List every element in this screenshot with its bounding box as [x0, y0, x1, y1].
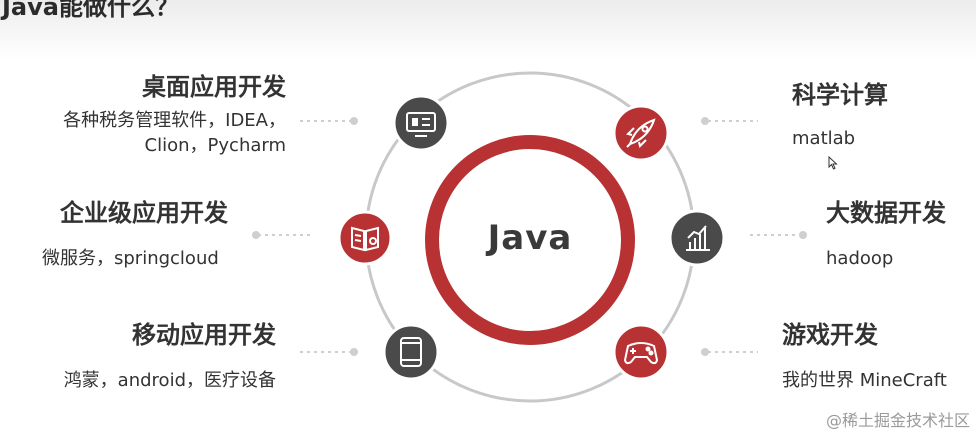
game-title: 游戏开发 — [782, 321, 878, 349]
mouse-cursor-icon — [828, 156, 838, 170]
node-bigdata — [668, 209, 726, 267]
mobile-label: 移动应用开发 鸿蒙，android，医疗设备 — [20, 320, 276, 393]
bigdata-desc: hadoop — [826, 248, 894, 269]
node-enterprise — [337, 210, 393, 266]
connector-dot-desktop — [350, 117, 358, 125]
enterprise-desc: 微服务，springcloud — [42, 248, 219, 269]
connector-dot-enterprise — [252, 231, 260, 239]
connector-dot-game — [701, 348, 709, 356]
enterprise-label: 企业级应用开发 微服务，springcloud — [42, 198, 228, 271]
page-title: Java能做什么？ — [2, 0, 179, 21]
desktop-monitor-icon — [406, 112, 436, 137]
bar-chart-icon — [686, 225, 710, 251]
game-desc: 我的世界 MineCraft — [782, 370, 947, 391]
node-game — [612, 323, 670, 381]
desktop-label: 桌面应用开发 各种税务管理软件，IDEA， Clion，Pycharm — [20, 72, 286, 157]
game-label: 游戏开发 我的世界 MineCraft — [782, 320, 947, 393]
connector-dot-mobile — [350, 348, 358, 356]
tablet-icon — [400, 337, 422, 367]
desktop-title: 桌面应用开发 — [142, 73, 286, 101]
gamepad-icon — [623, 342, 659, 365]
connector-dot-science — [701, 117, 709, 125]
enterprise-title: 企业级应用开发 — [60, 199, 228, 227]
bigdata-title: 大数据开发 — [826, 199, 946, 227]
center-ring — [425, 135, 635, 345]
bigdata-label: 大数据开发 hadoop — [826, 198, 946, 271]
desktop-desc-line2: Clion，Pycharm — [144, 134, 286, 156]
science-title: 科学计算 — [792, 81, 888, 109]
node-science — [612, 104, 670, 162]
watermark: @稀土掘金技术社区 — [825, 411, 970, 430]
mobile-desc: 鸿蒙，android，医疗设备 — [63, 370, 276, 391]
science-desc: matlab — [792, 128, 856, 149]
science-label: 科学计算 matlab — [792, 80, 888, 151]
header-band — [0, 0, 976, 60]
desktop-desc-line1: 各种税务管理软件，IDEA， — [63, 110, 286, 131]
center-label: Java — [487, 218, 573, 258]
connector-dot-bigdata — [799, 231, 807, 239]
node-desktop — [392, 94, 450, 152]
rocket-icon — [626, 118, 656, 148]
mobile-title: 移动应用开发 — [132, 321, 276, 349]
node-mobile — [382, 323, 440, 381]
book-icon — [351, 226, 379, 252]
